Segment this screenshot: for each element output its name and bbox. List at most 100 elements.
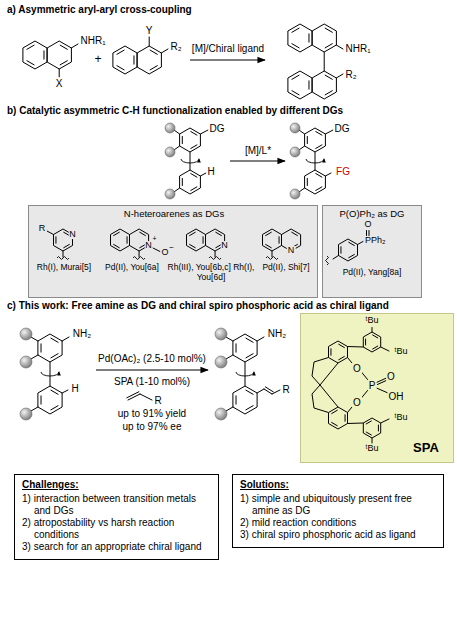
list-item: 1) simple and ubiquitously present free … — [240, 493, 436, 517]
bond-line — [236, 344, 237, 352]
bond-line — [190, 152, 191, 170]
bond-line — [325, 130, 333, 134]
structure-label: ᵗBu — [394, 347, 409, 357]
bond-line — [325, 173, 331, 176]
bond-line — [372, 328, 373, 333]
dg-class-box: P(O)Ph₂ as DGPd(II), Yang[8a] — [322, 205, 422, 298]
bond-line — [51, 390, 58, 394]
structure-label: FG — [335, 166, 351, 177]
bond-line — [279, 237, 280, 244]
bond-line — [140, 394, 152, 400]
bond-line — [257, 389, 264, 393]
structure-label: R — [38, 224, 47, 234]
structure-label: SPA (1-10 mol%) — [113, 376, 191, 387]
bond-line — [200, 173, 206, 176]
bond-line — [31, 337, 38, 341]
list-item: 2) mild reaction conditions — [240, 517, 436, 529]
structure-label: O — [352, 363, 362, 374]
structure-label: [M]/Chiral ligand — [191, 43, 265, 54]
structure-label: H — [206, 166, 215, 177]
structure-label: ᵗBu — [365, 316, 380, 326]
benzene-ring — [233, 334, 257, 362]
structure-label: up to 91% yield — [117, 408, 187, 419]
structure-label: NHR₁ — [79, 35, 106, 46]
bond-line — [41, 344, 42, 352]
bond-line — [272, 390, 280, 394]
benzene-ring — [288, 71, 312, 99]
structure-label: N — [68, 230, 77, 240]
structure-label: N — [220, 241, 229, 251]
bond-line — [161, 49, 168, 53]
bond-line — [31, 355, 38, 359]
bond-line — [51, 354, 58, 358]
structure-label: R₂ — [169, 41, 182, 52]
bond-line — [292, 91, 299, 95]
substituent-ball — [165, 189, 175, 199]
box-heading: P(O)Ph₂ as DG — [323, 209, 421, 220]
catalyst-label: Rh(III), You[6b,c] Rh(I), You[6d] — [167, 263, 255, 283]
structure-label: O — [352, 397, 362, 408]
bond-line — [365, 339, 366, 345]
bond-line — [308, 34, 309, 42]
bond-line — [226, 355, 233, 359]
bond-line — [174, 188, 180, 192]
substituent-ball — [165, 147, 175, 157]
bond-line — [299, 130, 305, 134]
bond-line — [292, 75, 299, 79]
benzene-ring — [38, 334, 62, 362]
bond-line — [372, 438, 373, 443]
list-item: 3) search for an appropriate chiral liga… — [22, 541, 211, 553]
bond-line — [226, 337, 233, 341]
bond-line — [366, 231, 367, 236]
structure-label: N — [287, 246, 296, 256]
substituent-ball — [290, 123, 300, 133]
bond-line — [117, 66, 124, 70]
bond-line — [43, 51, 44, 59]
box-heading: Solutions: — [240, 479, 436, 491]
bond-line — [336, 45, 343, 49]
benzene-ring — [23, 41, 47, 69]
solutions-box: Solutions: 1) simple and ubiquitously pre… — [232, 474, 444, 548]
bond-line — [174, 130, 180, 134]
benzene-ring — [305, 170, 326, 194]
structure-label: DG — [334, 123, 351, 134]
bond-line — [316, 145, 322, 149]
bond-line — [325, 28, 332, 32]
bond-line — [307, 178, 308, 185]
bond-line — [315, 152, 316, 170]
bond-line — [191, 132, 197, 136]
bond-line — [246, 390, 253, 394]
bond-line — [31, 407, 38, 411]
substituent-ball — [290, 189, 300, 199]
structure-label: R₂ — [344, 69, 357, 80]
structure-label: Y — [145, 25, 154, 36]
bond-line — [50, 362, 51, 386]
bond-line — [60, 45, 67, 49]
benzene-ring — [288, 24, 312, 52]
section-heading: b) Catalytic asymmetric C-H functionaliz… — [6, 105, 344, 116]
benzene-ring — [305, 128, 326, 152]
structure-label: DG — [209, 123, 226, 134]
bond-line — [59, 69, 60, 77]
bond-line — [265, 387, 273, 392]
bond-line — [133, 56, 134, 64]
benzene-ring — [312, 71, 336, 99]
bond-line — [325, 75, 332, 79]
benzene-ring — [113, 46, 137, 74]
list-item: 3) chiral spiro phosphoric acid as ligan… — [240, 529, 436, 541]
bond-line — [182, 178, 183, 185]
structure-label: NH₂ — [72, 328, 92, 339]
section-heading: PPh₂ — [364, 236, 387, 246]
bond-line — [245, 362, 246, 386]
bond-line — [51, 406, 58, 410]
bond-line — [150, 50, 157, 54]
substituent-ball — [20, 328, 32, 340]
substituent-ball — [20, 356, 32, 368]
rotation-arrow — [181, 159, 199, 163]
bond-line — [316, 174, 322, 178]
structure-label: O — [386, 371, 396, 382]
structure-label: + — [93, 53, 102, 66]
benzene-ring — [180, 128, 201, 152]
structure-label: O — [363, 220, 372, 230]
substituent-ball — [290, 147, 300, 157]
